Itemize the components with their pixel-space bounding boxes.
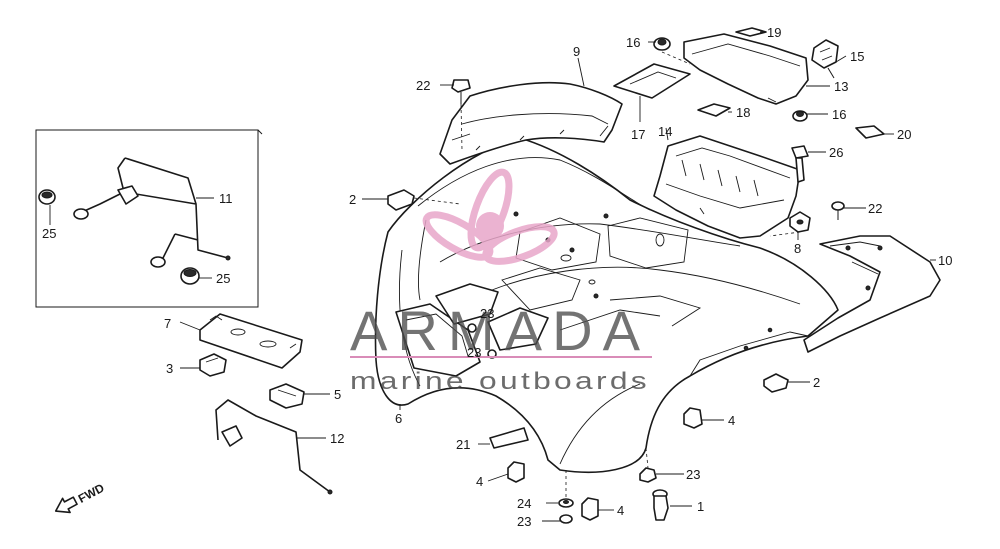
forward-label: FWD bbox=[76, 481, 107, 506]
callout-22a: 22 bbox=[416, 78, 430, 93]
watermark-title: ARMADA bbox=[350, 299, 650, 362]
callout-11: 11 bbox=[219, 191, 233, 206]
callout-15: 15 bbox=[850, 49, 864, 64]
fender-front-bracket bbox=[435, 283, 549, 351]
guide-line-4 bbox=[645, 447, 649, 469]
cover-13 bbox=[683, 33, 809, 105]
callout-8: 8 bbox=[794, 241, 801, 256]
bracket-7 bbox=[199, 313, 303, 369]
decal-17 bbox=[613, 63, 691, 99]
callout-23d: 23 bbox=[517, 514, 531, 529]
label-18 bbox=[697, 103, 731, 117]
plug-1 bbox=[652, 489, 669, 521]
washer-24 bbox=[558, 498, 574, 508]
watermark-logo bbox=[422, 168, 558, 265]
callout-labels: 1 2 2 3 4 4 4 5 6 7 8 9 10 11 12 13 14 1… bbox=[42, 25, 952, 529]
harness-inset-frame bbox=[35, 129, 259, 308]
callout-19: 19 bbox=[767, 25, 781, 40]
lock-15 bbox=[811, 39, 839, 79]
callout-4a: 4 bbox=[728, 413, 735, 428]
callout-2b: 2 bbox=[813, 375, 820, 390]
callout-4c: 4 bbox=[617, 503, 624, 518]
seat-base-14 bbox=[653, 135, 801, 239]
label-19 bbox=[735, 27, 767, 37]
rubber-4b bbox=[507, 461, 525, 483]
carrier-9 bbox=[439, 81, 623, 165]
callout-5: 5 bbox=[334, 387, 341, 402]
callout-23a: 23 bbox=[480, 306, 494, 321]
callout-21: 21 bbox=[456, 437, 470, 452]
leader-lines bbox=[49, 31, 936, 522]
bolt-26 bbox=[791, 145, 809, 183]
callout-12: 12 bbox=[330, 431, 344, 446]
callout-26: 26 bbox=[829, 145, 843, 160]
grommet-25b bbox=[180, 267, 200, 285]
logo-petal-3 bbox=[482, 223, 558, 265]
clip-2a bbox=[387, 189, 415, 211]
guide-line-5 bbox=[769, 231, 801, 237]
grommet-16b bbox=[792, 110, 808, 122]
bolt-22a bbox=[451, 79, 471, 104]
logo-petal-1 bbox=[467, 168, 513, 252]
forward-arrow-icon bbox=[54, 496, 78, 514]
wire-harness-12 bbox=[215, 399, 333, 495]
rubber-4a bbox=[683, 407, 703, 429]
mudflap-10 bbox=[803, 235, 941, 353]
wire-harness-11 bbox=[73, 157, 231, 268]
callout-10: 10 bbox=[938, 253, 952, 268]
callout-9: 9 bbox=[573, 44, 580, 59]
guide-line-1 bbox=[413, 197, 461, 205]
callout-16a: 16 bbox=[626, 35, 640, 50]
watermark-subtitle: marine outboards bbox=[350, 368, 650, 395]
inset-top-connector bbox=[257, 129, 263, 135]
rubber-4c bbox=[581, 497, 599, 521]
callout-6: 6 bbox=[395, 411, 402, 426]
callout-18: 18 bbox=[736, 105, 750, 120]
clip-3 bbox=[199, 353, 227, 377]
grommet-25a bbox=[38, 189, 56, 205]
callout-7: 7 bbox=[164, 316, 171, 331]
callout-16b: 16 bbox=[832, 107, 846, 122]
callout-25b: 25 bbox=[216, 271, 230, 286]
callout-25a: 25 bbox=[42, 226, 56, 241]
callout-1: 1 bbox=[697, 499, 704, 514]
clip-5 bbox=[269, 383, 305, 409]
bolt-22b bbox=[831, 201, 845, 220]
nut-23d bbox=[559, 514, 573, 524]
callout-4b: 4 bbox=[476, 474, 483, 489]
callout-23c: 23 bbox=[686, 467, 700, 482]
guide-line-2 bbox=[460, 103, 463, 151]
callout-20: 20 bbox=[897, 127, 911, 142]
callout-22b: 22 bbox=[868, 201, 882, 216]
nut-23a bbox=[467, 323, 477, 333]
nut-8 bbox=[789, 211, 811, 233]
callout-3: 3 bbox=[166, 361, 173, 376]
callout-14: 14 bbox=[658, 124, 672, 139]
nut-23c bbox=[639, 467, 657, 483]
callout-13: 13 bbox=[834, 79, 848, 94]
clip-2b bbox=[763, 373, 789, 393]
grommet-16a bbox=[653, 37, 671, 51]
label-20 bbox=[855, 125, 885, 139]
callout-24: 24 bbox=[517, 496, 531, 511]
callout-17: 17 bbox=[631, 127, 645, 142]
callout-2a: 2 bbox=[349, 192, 356, 207]
forward-direction-marker: FWD bbox=[54, 481, 107, 514]
reflector-21 bbox=[489, 427, 529, 449]
logo-hub bbox=[476, 212, 504, 240]
callout-23b: 23 bbox=[467, 345, 481, 360]
guide-line-6 bbox=[661, 51, 691, 65]
